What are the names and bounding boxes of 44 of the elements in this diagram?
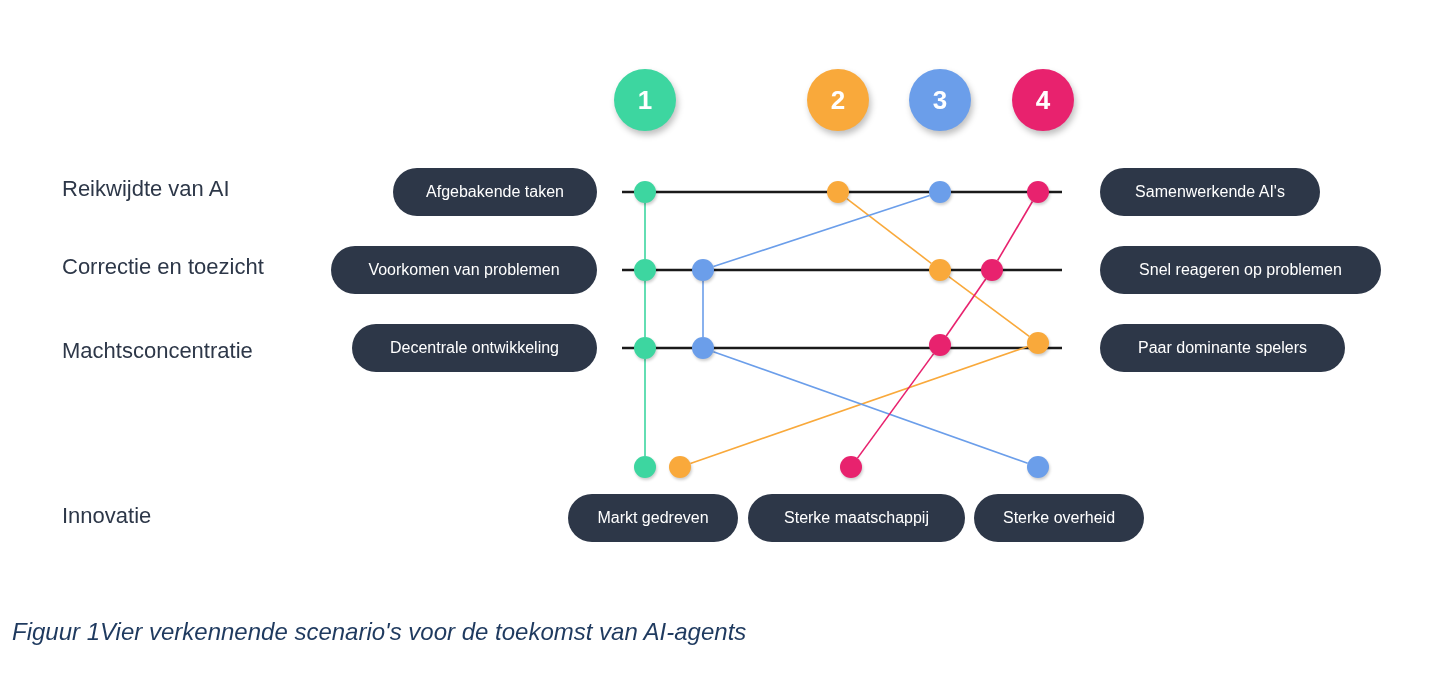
scenario-dot bbox=[634, 456, 656, 478]
option-pill: Sterke maatschappij bbox=[748, 494, 965, 542]
option-pill: Voorkomen van problemen bbox=[331, 246, 597, 294]
scenario-dot bbox=[634, 181, 656, 203]
dimension-label: Innovatie bbox=[62, 503, 152, 529]
connector-line bbox=[702, 280, 704, 338]
connector-line bbox=[644, 202, 646, 260]
connector-line bbox=[948, 275, 1030, 338]
option-pill: Decentrale ontwikkeling bbox=[352, 324, 597, 372]
option-pill: Snel reageren op problemen bbox=[1100, 246, 1381, 294]
connector-line bbox=[644, 358, 646, 457]
scenario-number-badge: 3 bbox=[909, 69, 971, 131]
connector-line bbox=[644, 280, 646, 338]
scenario-dot bbox=[669, 456, 691, 478]
scenario-dot bbox=[827, 181, 849, 203]
option-pill: Samenwerkende AI's bbox=[1100, 168, 1320, 216]
option-pill: Afgebakende taken bbox=[393, 168, 597, 216]
option-pill: Markt gedreven bbox=[568, 494, 738, 542]
scenario-dot bbox=[929, 259, 951, 281]
scenario-dot bbox=[929, 334, 951, 356]
connector-line bbox=[856, 353, 935, 459]
scenario-number-badge: 2 bbox=[807, 69, 869, 131]
scenario-number-badge: 1 bbox=[614, 69, 676, 131]
connector-line bbox=[945, 278, 987, 337]
connector-line bbox=[845, 197, 933, 265]
dimension-label: Reikwijdte van AI bbox=[62, 176, 230, 202]
scenario-dot bbox=[929, 181, 951, 203]
scenario-dot bbox=[1027, 456, 1049, 478]
dimension-label: Correctie en toezicht bbox=[62, 254, 264, 280]
option-pill: Paar dominante spelers bbox=[1100, 324, 1345, 372]
connector-line bbox=[996, 200, 1034, 262]
scenario-dot bbox=[1027, 332, 1049, 354]
scenario-dot bbox=[840, 456, 862, 478]
dimension-label: Machtsconcentratie bbox=[62, 338, 253, 364]
figure-caption: Figuur 1Vier verkennende scenario's voor de toekomst van AI-agents bbox=[12, 618, 747, 646]
scenario-dot bbox=[1027, 181, 1049, 203]
scenario-number-badge: 4 bbox=[1012, 69, 1074, 131]
scenario-dot bbox=[634, 259, 656, 281]
option-pill: Sterke overheid bbox=[974, 494, 1144, 542]
scenario-dot bbox=[692, 259, 714, 281]
connector-line bbox=[712, 194, 931, 268]
scenario-dot bbox=[981, 259, 1003, 281]
scenario-dot bbox=[692, 337, 714, 359]
scenario-dot bbox=[634, 337, 656, 359]
